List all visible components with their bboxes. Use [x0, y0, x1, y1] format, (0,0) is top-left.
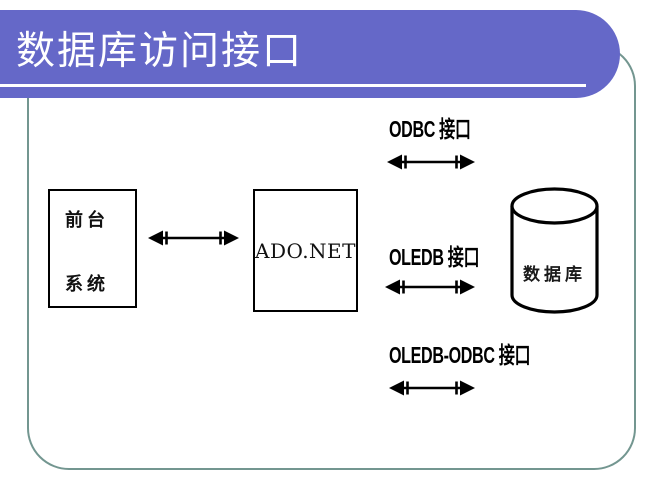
front-system-label-line2: 系统 [65, 274, 109, 294]
database-cylinder: 数据库 [508, 184, 601, 318]
title-bar: 数据库访问接口 [0, 10, 620, 98]
ado-net-label: ADO.NET [255, 238, 356, 263]
double-arrow-icon [148, 230, 239, 246]
ado-net-box: ADO.NET [253, 189, 358, 312]
interface-label-odbc: ODBC 接口 [389, 116, 471, 142]
double-arrow-icon [387, 154, 475, 170]
database-cylinder-icon [510, 187, 599, 314]
interface-label-oledb: OLEDB 接口 [389, 244, 480, 270]
database-label: 数据库 [523, 265, 586, 284]
double-arrow-icon [389, 380, 475, 396]
title-underline [0, 84, 586, 87]
front-system-box: 前台 系统 [48, 189, 137, 308]
front-system-label-line1: 前台 [65, 210, 109, 230]
interface-label-oledb-odbc: OLEDB-ODBC 接口 [389, 342, 531, 368]
slide-title: 数据库访问接口 [16, 29, 304, 74]
double-arrow-icon [385, 279, 475, 295]
